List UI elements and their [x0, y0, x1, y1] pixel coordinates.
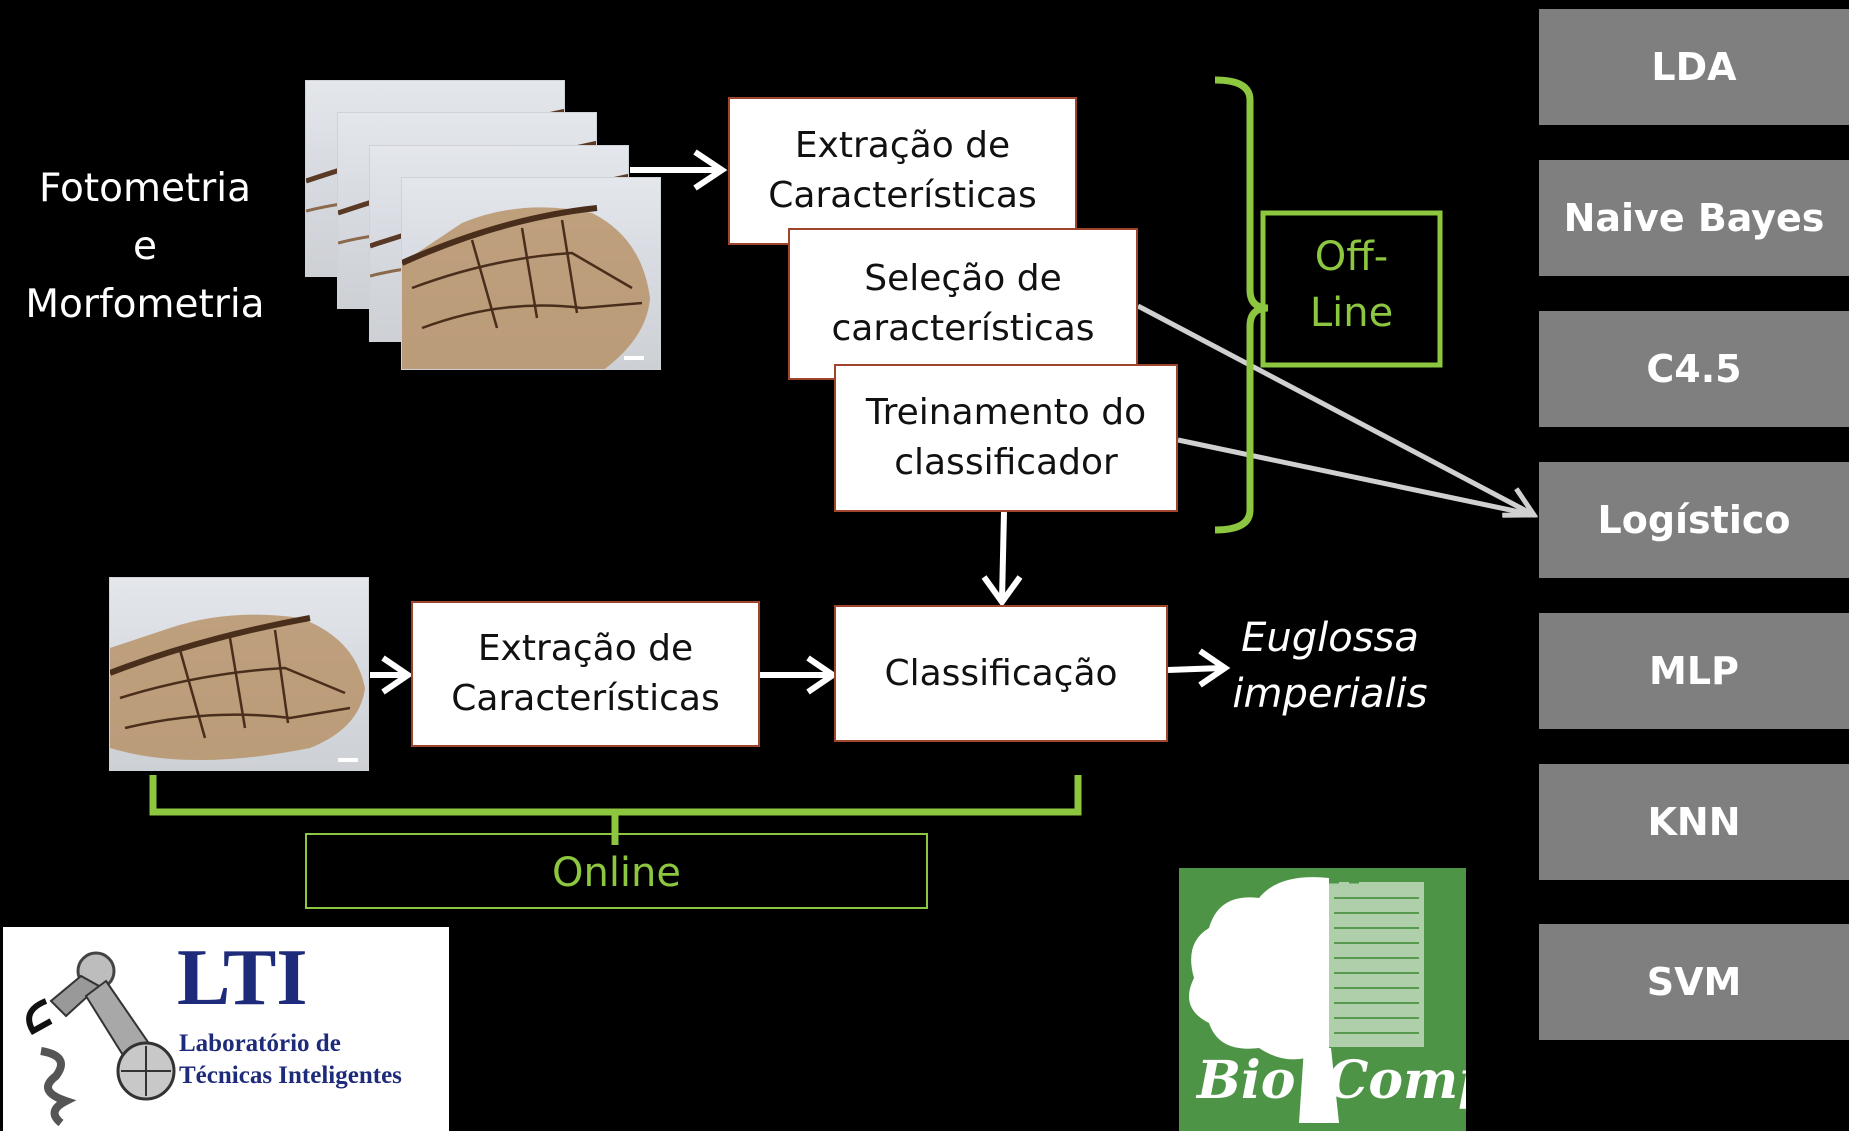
- classifier-svm: SVM: [1539, 924, 1849, 1040]
- offline-label-line1: Off-: [1314, 234, 1389, 280]
- classification-box: Classificação: [834, 605, 1168, 742]
- wing-image-4: [401, 177, 661, 370]
- lti-subtitle-line1: Laboratório de: [179, 1030, 341, 1057]
- input-label-line1: Fotometria: [38, 166, 252, 211]
- robot-arm-icon: [26, 951, 176, 1126]
- arrow-wing-to-extraction: [370, 655, 414, 695]
- biocomp-right-text: Comp: [1327, 1050, 1466, 1111]
- offline-selection-box: Seleção de características: [788, 228, 1138, 380]
- input-label: Fotometria e Morfometria: [10, 160, 280, 334]
- result-line2: imperialis: [1232, 671, 1428, 717]
- classifier-naive-bayes: Naive Bayes: [1539, 160, 1849, 276]
- offline-training-box: Treinamento do classificador: [834, 364, 1178, 512]
- offline-extraction-line2: Características: [768, 175, 1037, 216]
- lti-title: LTI: [177, 934, 308, 1022]
- offline-selection-line1: Seleção de: [864, 258, 1062, 299]
- arrow-extraction-to-classification: [760, 655, 839, 695]
- offline-bracket: [1214, 76, 1269, 534]
- online-label: Online: [551, 850, 682, 896]
- arrow-images-to-extraction: [630, 149, 728, 191]
- offline-training-line2: classificador: [894, 442, 1118, 483]
- classifier-lda: LDA: [1539, 9, 1849, 125]
- biocomp-logo: Bio Comp: [1179, 868, 1466, 1131]
- classifier-knn: KNN: [1539, 764, 1849, 880]
- offline-extraction-line1: Extração de: [794, 125, 1011, 166]
- online-extraction-line1: Extração de: [477, 628, 694, 669]
- arrow-selection-to-logistico: [1136, 303, 1534, 515]
- online-extraction-line2: Características: [451, 678, 720, 719]
- input-label-line3: Morfometria: [25, 282, 265, 327]
- online-bracket: [149, 775, 1082, 845]
- offline-label: Off- Line: [1263, 229, 1440, 341]
- classifier-mlp: MLP: [1539, 613, 1849, 729]
- online-extraction-box: Extração de Características: [411, 601, 760, 747]
- offline-extraction-box: Extração de Características: [728, 97, 1077, 245]
- classification-label: Classificação: [884, 652, 1118, 694]
- offline-selection-line2: características: [831, 308, 1095, 349]
- lti-logo: LTI Laboratório de Técnicas Inteligentes: [3, 927, 449, 1131]
- biocomp-left-text: Bio: [1197, 1050, 1296, 1111]
- arrow-classification-to-result: [1167, 648, 1231, 688]
- classifier-c45: C4.5: [1539, 311, 1849, 427]
- arrow-training-to-logistico: [1177, 437, 1535, 518]
- classification-result: Euglossa imperialis: [1225, 610, 1435, 722]
- offline-label-box: [1260, 210, 1443, 368]
- tree-icon: [1189, 877, 1424, 1123]
- lti-subtitle-line2: Técnicas Inteligentes: [179, 1062, 402, 1089]
- classifier-logistico: Logístico: [1539, 462, 1849, 578]
- result-line1: Euglossa: [1241, 615, 1419, 661]
- arrow-training-to-classification: [981, 511, 1023, 608]
- offline-label-line2: Line: [1309, 290, 1394, 336]
- input-label-line2: e: [133, 224, 157, 269]
- online-label-box: [305, 833, 928, 909]
- online-wing-image: [109, 577, 369, 771]
- offline-training-line1: Treinamento do: [865, 392, 1147, 433]
